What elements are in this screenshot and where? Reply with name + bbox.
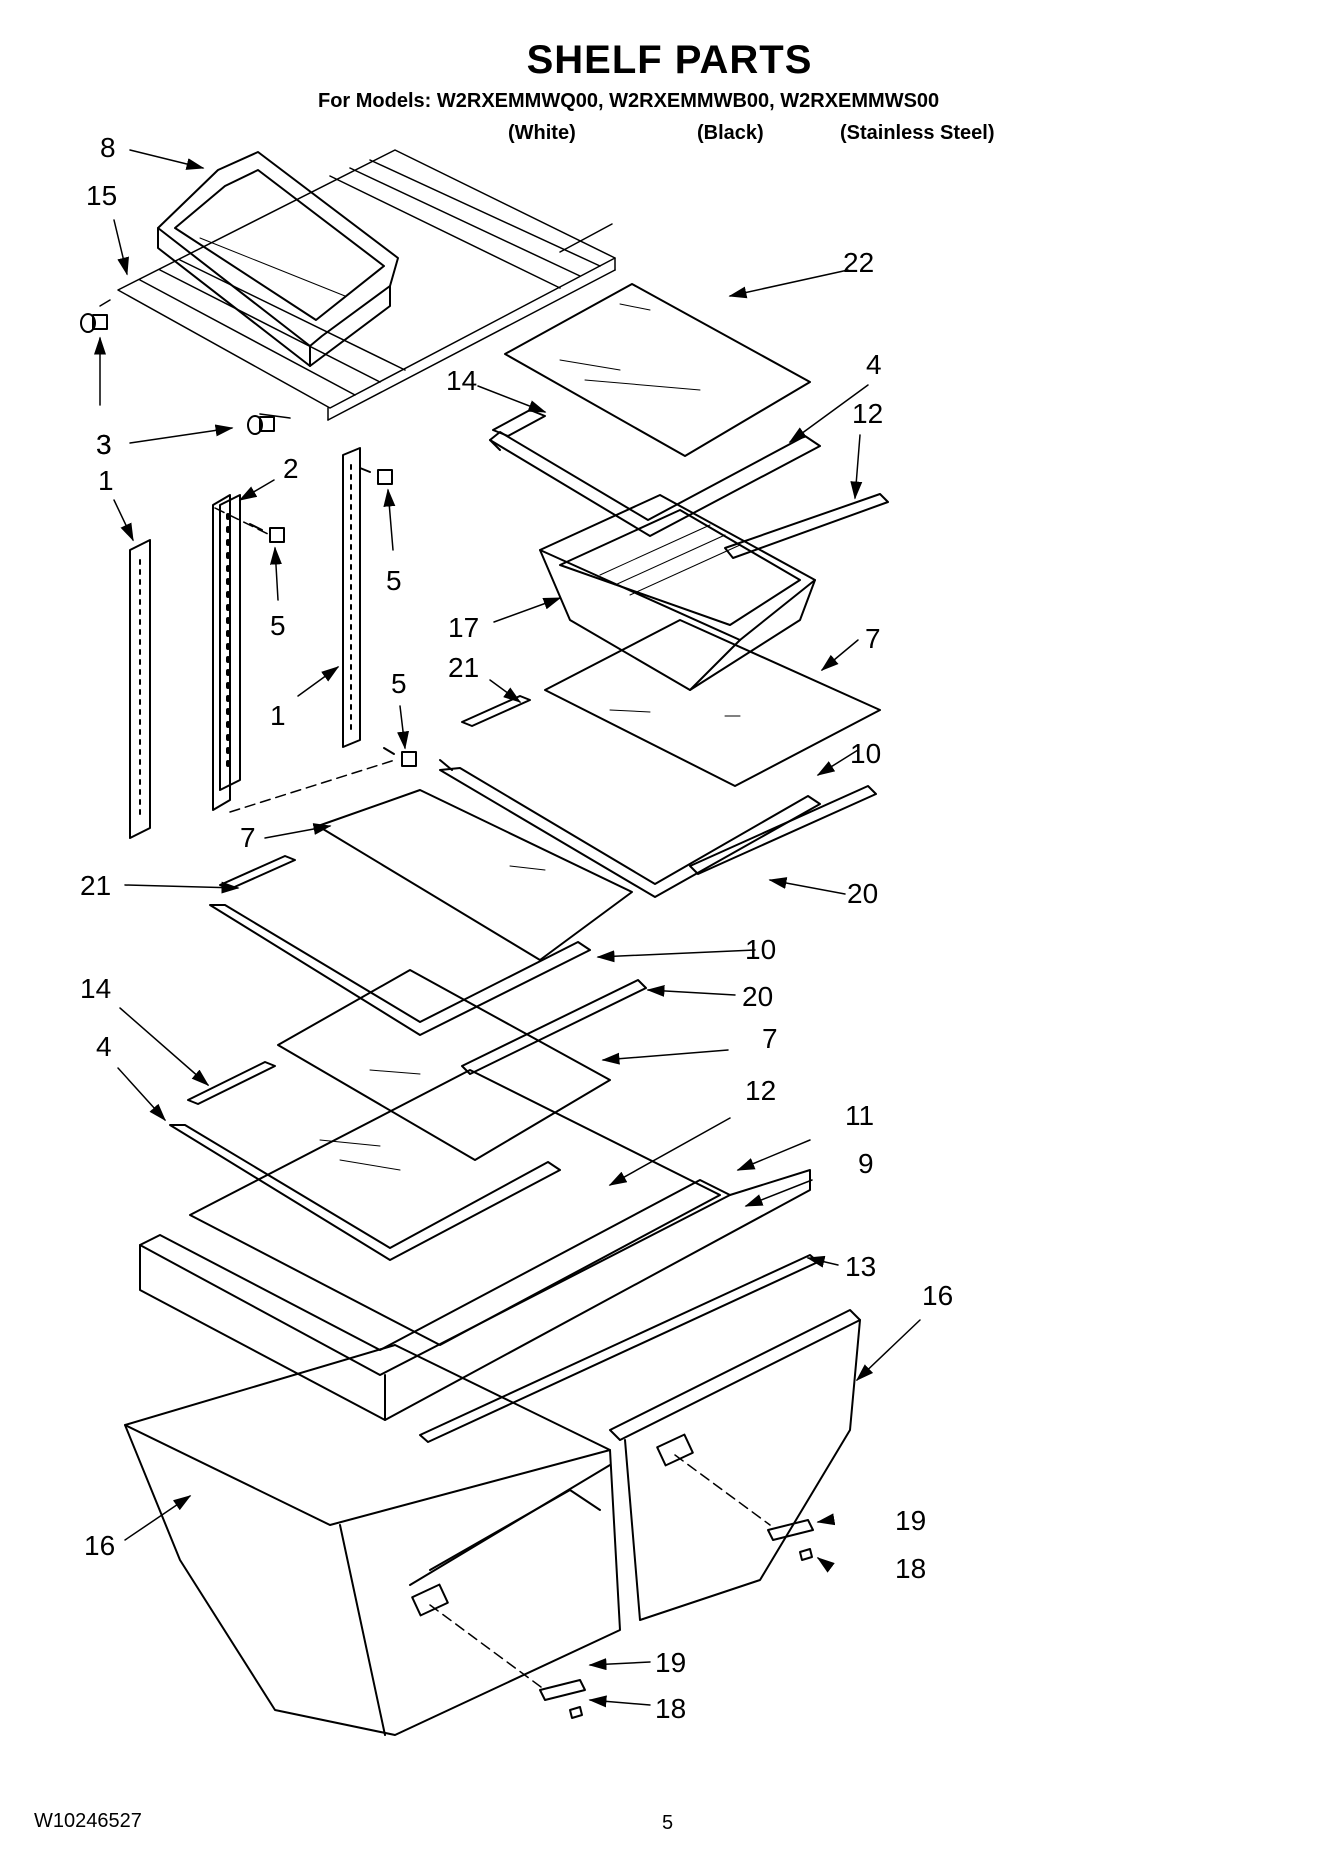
part-frame-upper bbox=[489, 409, 821, 537]
callout-19: 19 bbox=[895, 1505, 926, 1536]
callout-5-c: 5 bbox=[391, 668, 407, 699]
callout-20: 20 bbox=[847, 878, 878, 909]
callout-12: 12 bbox=[852, 398, 883, 429]
callout-17: 17 bbox=[448, 612, 479, 643]
callout-4: 4 bbox=[866, 349, 882, 380]
part-frame-lowest bbox=[169, 1061, 561, 1261]
callout-21: 21 bbox=[448, 652, 479, 683]
part-frame-middle bbox=[439, 695, 821, 898]
part-crisper-17 bbox=[539, 494, 816, 691]
page-title: SHELF PARTS bbox=[526, 38, 813, 82]
part-wire-shelf-15 bbox=[99, 149, 616, 421]
callout-14: 14 bbox=[446, 365, 477, 396]
variant-white: (White) bbox=[508, 122, 576, 144]
models-line: For Models: W2RXEMMWQ00, W2RXEMMWB00, W2… bbox=[318, 90, 940, 112]
callout-20-b: 20 bbox=[742, 981, 773, 1012]
part-glass-11 bbox=[189, 1069, 721, 1346]
page-number: 5 bbox=[662, 1812, 674, 1834]
callout-7: 7 bbox=[865, 623, 881, 654]
callout-16: 16 bbox=[922, 1280, 953, 1311]
part-glass-7a bbox=[544, 619, 881, 787]
part-crisper-drawers-16 bbox=[124, 1309, 861, 1736]
callout-5-b: 5 bbox=[386, 565, 402, 596]
part-cover-frame-9 bbox=[139, 1169, 819, 1443]
part-clips-19-18 bbox=[429, 1454, 814, 1719]
callout-10: 10 bbox=[850, 738, 881, 769]
leader-arrows bbox=[94, 149, 921, 1708]
callout-8: 8 bbox=[100, 132, 116, 163]
part-glass-7c bbox=[277, 969, 611, 1161]
variant-stainless: (Stainless Steel) bbox=[840, 122, 995, 144]
callout-9: 9 bbox=[858, 1148, 874, 1179]
callout-14-b: 14 bbox=[80, 973, 111, 1004]
callout-19-b: 19 bbox=[655, 1647, 686, 1678]
doc-number: W10246527 bbox=[34, 1810, 142, 1832]
variant-black: (Black) bbox=[697, 122, 764, 144]
callout-15: 15 bbox=[86, 180, 117, 211]
callout-11: 11 bbox=[845, 1100, 874, 1131]
part-trim-20 bbox=[461, 785, 877, 1075]
part-glass-7b bbox=[317, 789, 633, 961]
callout-22: 22 bbox=[843, 247, 874, 278]
part-bin-8 bbox=[157, 151, 399, 367]
callout-1: 1 bbox=[98, 465, 114, 496]
callout-7-b: 7 bbox=[240, 822, 256, 853]
callout-13: 13 bbox=[845, 1251, 876, 1282]
callout-3: 3 bbox=[96, 429, 112, 460]
callout-4-b: 4 bbox=[96, 1031, 112, 1062]
callout-numbers: 8 15 3 3 1 2 5 1 5 5 14 4 12 22 17 21 7 … bbox=[80, 132, 953, 1724]
callout-2: 2 bbox=[283, 453, 299, 484]
part-rails-1-2 bbox=[129, 447, 361, 839]
callout-10-b: 10 bbox=[745, 934, 776, 965]
part-screws-5 bbox=[214, 467, 417, 813]
callout-16-b: 16 bbox=[84, 1530, 115, 1561]
part-trim-12 bbox=[724, 493, 889, 559]
callout-12-b: 12 bbox=[745, 1075, 776, 1106]
callout-3-b: 3 bbox=[96, 429, 112, 460]
part-glass-22 bbox=[504, 283, 811, 457]
callout-1-b: 1 bbox=[270, 700, 286, 731]
callout-18-b: 18 bbox=[655, 1693, 686, 1724]
callout-21-b: 21 bbox=[80, 870, 111, 901]
callout-18: 18 bbox=[895, 1553, 926, 1584]
callout-5: 5 bbox=[270, 610, 286, 641]
part-bushing-3 bbox=[80, 313, 275, 435]
part-frame-lower bbox=[209, 855, 591, 1036]
callout-7-c: 7 bbox=[762, 1023, 778, 1054]
